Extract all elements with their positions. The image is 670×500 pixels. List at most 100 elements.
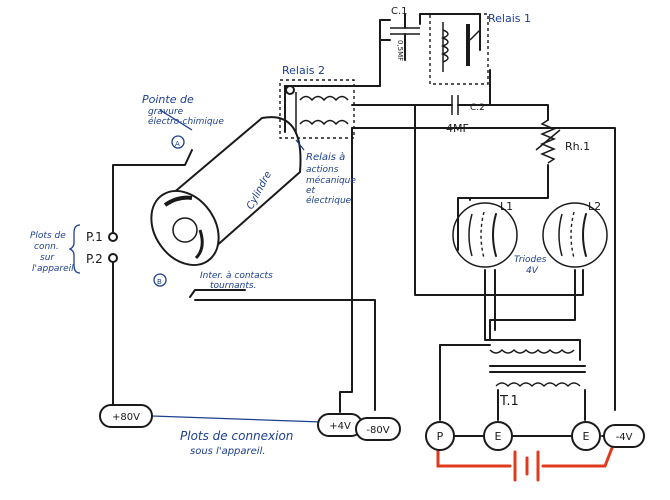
triode-l1 xyxy=(452,202,518,268)
relais-action-leader xyxy=(295,139,305,151)
label-t1: T.1 xyxy=(499,394,519,409)
wire-rh1-down xyxy=(457,164,549,251)
wire-c1-relais1 xyxy=(419,13,481,51)
label-plots-4: l'appareil xyxy=(32,264,74,274)
triode-l2 xyxy=(542,202,608,268)
relais1-contact xyxy=(469,29,481,41)
relais1-armature xyxy=(466,24,470,66)
bottom-leader xyxy=(151,415,323,423)
label-term-e2: E xyxy=(583,430,590,443)
label-cylindre: Cylindre xyxy=(245,170,274,212)
relais2-pivot xyxy=(285,85,295,95)
rh1-zigzag xyxy=(540,119,556,164)
plots-brace xyxy=(68,224,81,274)
relais2-box xyxy=(279,79,355,139)
label-inter-1: Inter. à contacts xyxy=(200,271,273,281)
wire-inter xyxy=(189,289,246,298)
cylinder-end xyxy=(150,189,220,267)
terminal-minus4 xyxy=(603,424,645,448)
label-relais-action-1: Relais à xyxy=(306,151,345,163)
wire-plus4 xyxy=(339,127,353,413)
wire-c1-left xyxy=(379,19,391,87)
terminal-e2 xyxy=(571,421,601,451)
l1-envelope xyxy=(452,202,518,268)
relais2-coil-bottom xyxy=(299,119,349,126)
label-bottom-2: sous l'appareil. xyxy=(190,446,266,457)
bottom-terminals xyxy=(99,404,645,451)
label-plus80: +80V xyxy=(112,412,140,423)
label-c1: C.1 xyxy=(391,6,408,17)
transformer-t1 xyxy=(489,348,586,388)
label-relais1: Relais 1 xyxy=(488,12,531,25)
capacitor-c1 xyxy=(390,13,420,61)
label-term-e1: E xyxy=(495,430,502,443)
cylinder xyxy=(150,116,302,267)
rh1-slider xyxy=(535,129,561,151)
terminal-minus80 xyxy=(355,417,401,441)
terminal-e1 xyxy=(483,421,513,451)
relais-2 xyxy=(279,79,355,139)
battery xyxy=(436,446,614,482)
label-triodes-1: Triodes xyxy=(514,255,547,265)
plots-appareil xyxy=(68,224,118,274)
label-term-p: P xyxy=(437,430,444,443)
terminal-plus80 xyxy=(99,404,153,428)
l1-grid xyxy=(480,211,485,259)
battery-wire-right xyxy=(541,446,614,468)
label-plus4: +4V xyxy=(329,421,351,432)
l2-cathode xyxy=(558,213,563,257)
wire-right-column xyxy=(351,127,616,411)
label-minus4: -4V xyxy=(616,432,633,443)
wire-p1-pointe xyxy=(112,149,193,234)
relais1-coil xyxy=(440,29,449,63)
label-l1: L1 xyxy=(500,200,513,213)
l1-plate xyxy=(492,213,497,257)
label-inter-2: tournants. xyxy=(210,281,256,291)
label-c2: C.2 xyxy=(470,103,485,113)
battery-wire-left xyxy=(436,446,512,468)
pointe-leader xyxy=(159,109,193,131)
label-plots-1: Plots de xyxy=(30,231,66,241)
label-relais2: Relais 2 xyxy=(282,64,325,77)
label-l2: L2 xyxy=(588,200,601,213)
label-minus80: -80V xyxy=(366,425,389,436)
cylinder-axle xyxy=(172,217,198,243)
terminal-p xyxy=(425,421,455,451)
label-p2: P.2 xyxy=(86,252,103,266)
label-relais-action-3: mécanique xyxy=(306,175,356,186)
label-p1: P.1 xyxy=(86,230,103,244)
markers xyxy=(153,109,305,287)
label-plots-3: sur xyxy=(40,253,55,263)
wire-c2-rh1 xyxy=(469,104,549,121)
label-pointe-3: électro-chimique xyxy=(148,116,224,127)
label-c2-value: 4MF xyxy=(446,122,469,135)
cylinder-contact-side xyxy=(194,229,204,260)
relais2-coil-top xyxy=(299,95,349,102)
l1-cathode xyxy=(468,213,473,257)
label-c1-value: 0,5MF xyxy=(396,40,404,61)
rheostat-rh1 xyxy=(535,119,561,164)
l2-plate xyxy=(582,213,587,257)
label-marker-a: A xyxy=(175,140,180,148)
labels: C.1 0,5MF Relais 1 Relais 2 C.2 4MF Rh.1… xyxy=(30,6,633,457)
marker-a-circle xyxy=(171,135,185,149)
label-rh1: Rh.1 xyxy=(565,140,590,153)
label-relais-action-5: électrique xyxy=(306,195,352,206)
label-plots-2: conn. xyxy=(34,242,59,252)
wire-inter-bottom xyxy=(194,299,376,411)
t1-secondary xyxy=(495,382,581,388)
label-pointe-1: Pointe de xyxy=(142,93,194,106)
l2-envelope xyxy=(542,202,608,268)
wire-l2-cathode xyxy=(414,269,584,296)
p1-terminal xyxy=(108,232,118,242)
t1-primary xyxy=(489,348,575,354)
wire-l1-cathode xyxy=(484,269,581,361)
cylinder-contact-top xyxy=(163,195,193,207)
relais-1 xyxy=(429,13,489,85)
p2-terminal xyxy=(108,253,118,263)
label-relais-action-4: et xyxy=(306,186,316,196)
wire-l2-second xyxy=(489,269,576,341)
marker-b-circle xyxy=(153,273,167,287)
